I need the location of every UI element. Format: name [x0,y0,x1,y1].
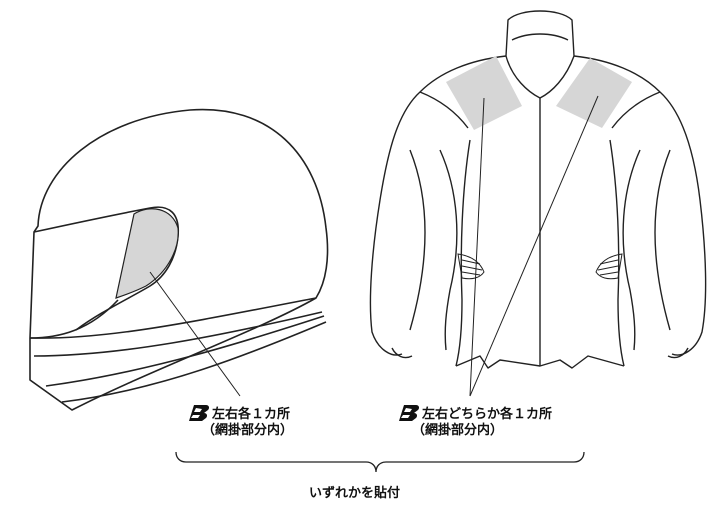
jacket-leader-line-right [469,95,599,397]
jacket-leader-line-left [469,97,485,397]
jacket-right-yoke [611,91,661,129]
jacket-left-side-panel [439,149,458,351]
jacket-right-side-panel [622,149,641,351]
jacket-hem [455,355,625,369]
jacket-left-shaded-area [446,56,522,130]
jacket-body-right [573,55,707,356]
jacket-right-shaded-area [556,58,632,128]
jacket-right-vent [595,253,623,280]
jacket-label-line1: 左右どちらか各１カ所 [422,407,553,422]
helmet-neck-band-2 [61,321,327,403]
jacket-right-sleeve-seam [654,149,671,331]
bridgestone-b-logo-icon [399,405,420,421]
jacket-illustration [369,10,707,369]
helmet-shaded-area [115,208,179,299]
footer-caption: いずれかを貼付 [308,486,400,501]
bridgestone-b-logo-icon [189,405,210,421]
helmet-neck-band [45,315,325,387]
helmet-label: 左右各１カ所 （網掛部分内） [188,404,293,439]
helmet-illustration [29,108,329,411]
jacket-left-cuff [391,347,413,359]
jacket-left-yoke [419,91,469,129]
helmet-chin-band-1 [29,297,317,339]
jacket-collar-inner [511,33,569,41]
jacket-torso-right [609,139,625,367]
helmet-shell [29,108,329,411]
helmet-label-line1: 左右各１カ所 [212,407,291,422]
helmet-visor-bottom [29,299,119,339]
helmet-chin-band-2 [33,311,323,357]
jacket-collar [505,10,575,99]
jacket-right-cuff [667,347,689,359]
jacket-label-line2: （網掛部分内） [412,423,504,438]
jacket-left-sleeve-seam [409,149,426,331]
jacket-torso-left [455,139,471,367]
helmet-label-line2: （網掛部分内） [202,423,294,438]
helmet-leader-line [149,271,241,397]
grouping-brace [175,451,585,473]
jacket-label: 左右どちらか各１カ所 （網掛部分内） [398,404,552,439]
jacket-body-left [369,55,507,356]
jacket-vents [457,253,623,280]
jacket-left-vent [457,253,485,280]
